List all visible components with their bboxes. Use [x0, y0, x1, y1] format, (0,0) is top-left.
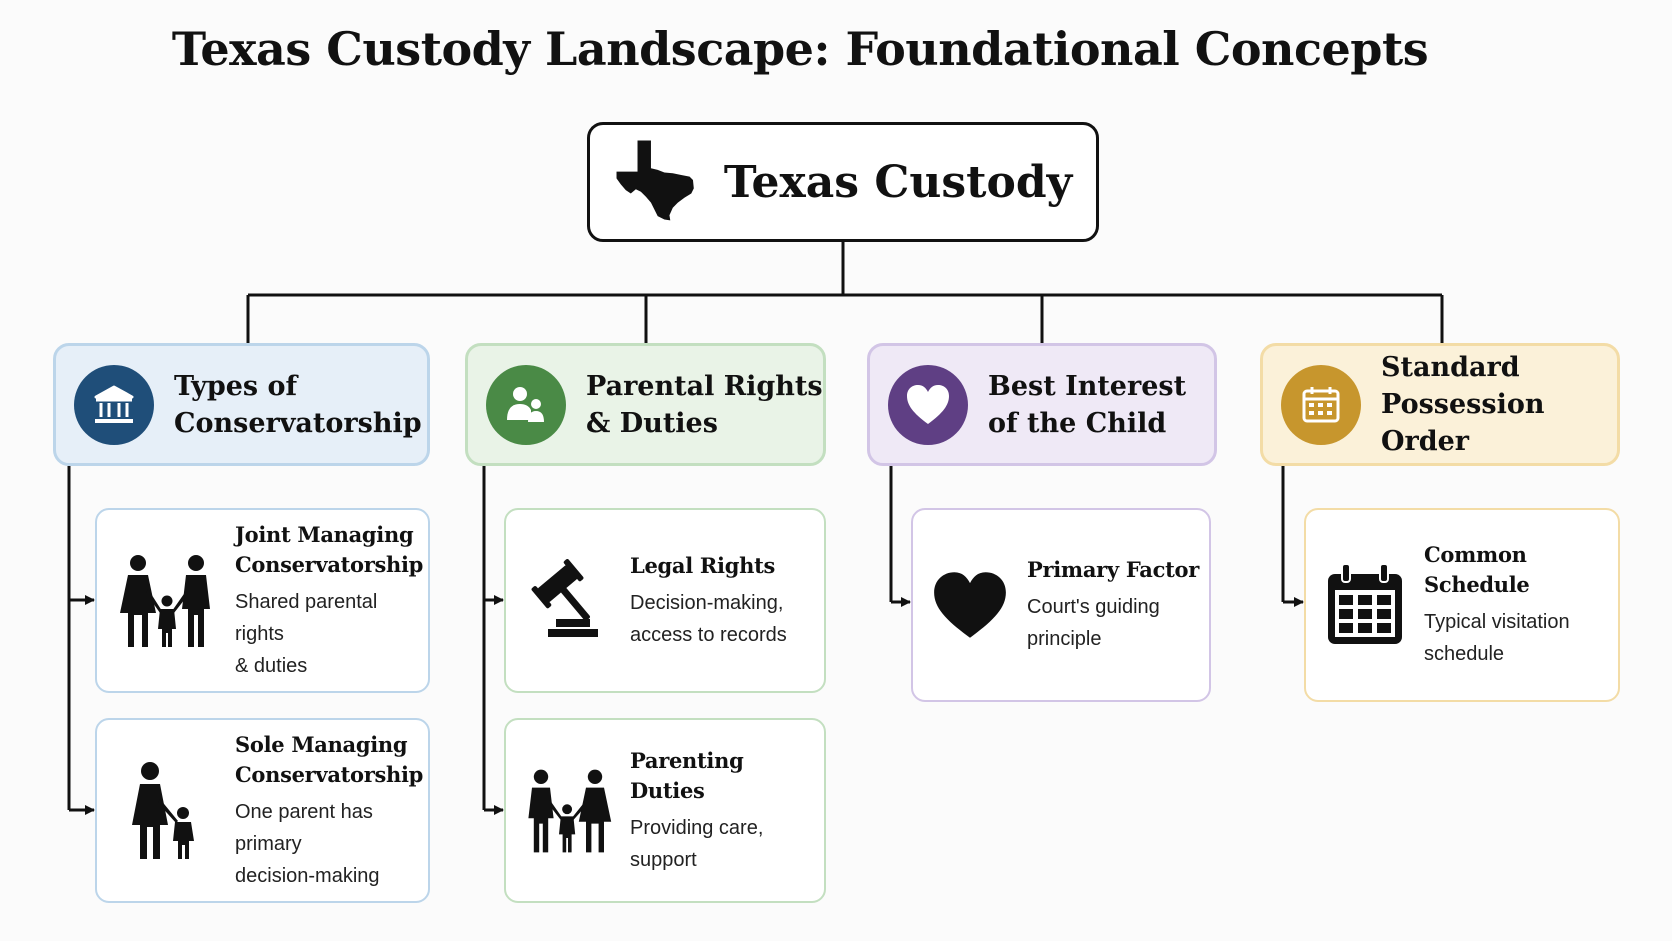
- card-description: Providing care, support: [630, 816, 764, 871]
- parent-child-icon: [97, 761, 235, 861]
- parent-child-icon: [486, 364, 566, 445]
- gavel-icon: [506, 558, 630, 643]
- card-description: Decision-making, access to records: [630, 591, 787, 646]
- diagram-title: Texas Custody Landscape: Foundational Co…: [171, 22, 1429, 76]
- root-label: Texas Custody: [723, 156, 1073, 208]
- card-title: Joint Managing Conservatorship: [235, 521, 424, 577]
- category-label: Types of Conservatorship: [174, 370, 422, 439]
- heart-icon: [913, 569, 1027, 641]
- card-title: Sole Managing Conservatorship: [235, 731, 424, 787]
- category-standard-possession-order: Standard Possession Order: [1260, 343, 1620, 466]
- calendar-icon: [1281, 364, 1361, 445]
- card-sole-managing-conservatorship: Sole Managing Conservatorship One parent…: [95, 718, 430, 903]
- card-primary-factor: Primary Factor Court's guiding principle: [911, 508, 1211, 702]
- card-title: Legal Rights: [630, 552, 776, 578]
- card-parenting-duties: Parenting Duties Providing care, support: [504, 718, 826, 903]
- card-description: Shared parental rights & duties: [235, 590, 378, 677]
- category-label: Standard Possession Order: [1381, 352, 1545, 457]
- card-description: Typical visitation schedule: [1424, 611, 1570, 665]
- card-title: Parenting Duties: [630, 747, 744, 803]
- category-types-of-conservatorship: Types of Conservatorship: [53, 343, 430, 466]
- family-icon: [97, 553, 235, 649]
- category-best-interest: Best Interest of the Child: [867, 343, 1217, 466]
- card-description: Court's guiding principle: [1027, 596, 1160, 650]
- category-label: Best Interest of the Child: [988, 370, 1187, 439]
- family-icon: [506, 766, 630, 856]
- category-parental-rights: Parental Rights & Duties: [465, 343, 826, 466]
- texas-state-icon: [614, 138, 698, 227]
- card-common-schedule: Common Schedule Typical visitation sched…: [1304, 508, 1620, 702]
- card-title: Common Schedule: [1424, 542, 1530, 597]
- heart-icon: [888, 364, 968, 445]
- card-title: Primary Factor: [1027, 557, 1199, 582]
- card-description: One parent has primary decision-making: [235, 800, 380, 887]
- courthouse-icon: [74, 364, 154, 445]
- root-node: Texas Custody: [587, 122, 1099, 242]
- card-legal-rights: Legal Rights Decision-making, access to …: [504, 508, 826, 693]
- card-joint-managing-conservatorship: Joint Managing Conservatorship Shared pa…: [95, 508, 430, 693]
- calendar-icon: [1306, 562, 1424, 648]
- category-label: Parental Rights & Duties: [586, 370, 823, 439]
